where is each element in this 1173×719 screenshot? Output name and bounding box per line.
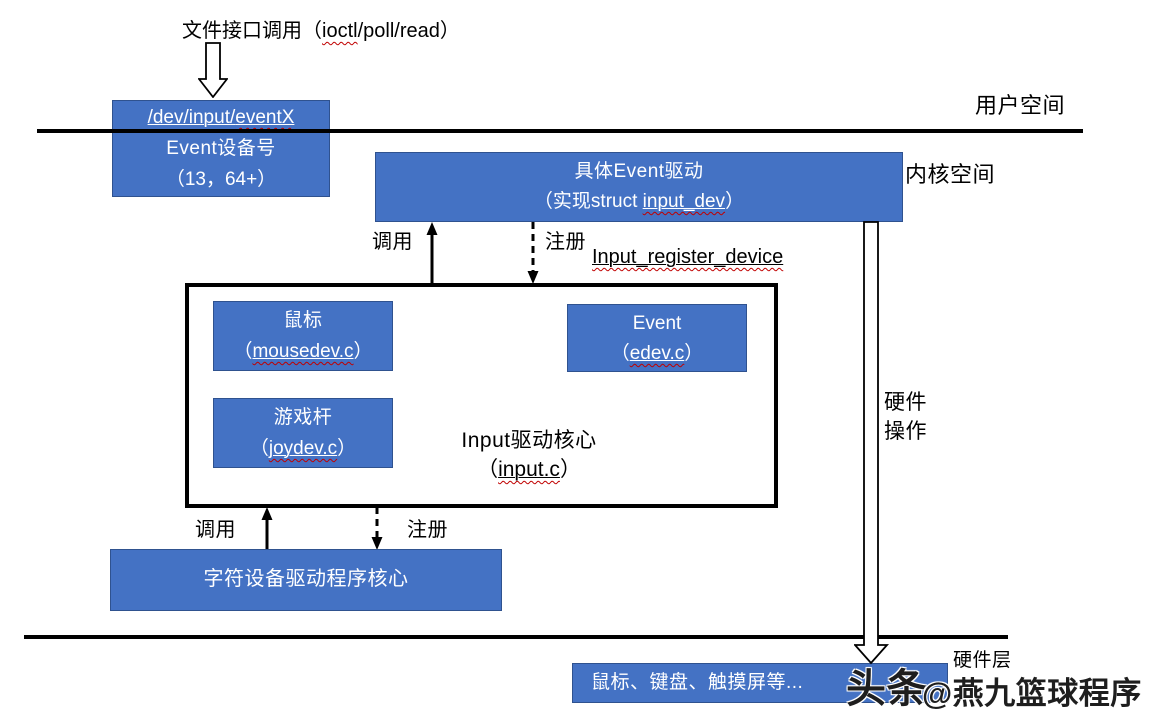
concrete-event-driver-sub: （实现struct input_dev） (533, 191, 745, 212)
event-device-number: Event设备号 (166, 138, 276, 159)
call-up-arrow-top-icon (426, 222, 438, 284)
call-label-top: 调用 (372, 231, 413, 253)
file-api-note: 文件接口调用（ioctl/poll/read） (182, 14, 460, 43)
file-api-note-pre: 文件接口调用（ (182, 20, 322, 42)
file-api-note-code: ioctl (322, 20, 358, 42)
user-kernel-boundary-line (37, 129, 1083, 133)
input-register-device-note: Input_register_device (592, 246, 784, 268)
user-space-label: 用户空间 (975, 93, 1066, 118)
mouse-handler-box: 鼠标 （mousedev.c） (213, 301, 393, 371)
concrete-event-driver-title: 具体Event驱动 (574, 161, 704, 182)
char-device-core-box: 字符设备驱动程序核心 (110, 549, 502, 611)
call-label-bottom: 调用 (195, 519, 236, 541)
concrete-event-driver-box: 具体Event驱动 （实现struct input_dev） (375, 152, 903, 222)
hardware-op-label: 硬件 操作 (884, 391, 927, 443)
event-device-path: /dev/input/eventX (147, 107, 295, 128)
hardware-op-arrow-icon (854, 221, 890, 665)
register-label-top: 注册 (545, 231, 586, 253)
call-up-arrow-bottom-icon (261, 507, 273, 550)
kernel-space-label: 内核空间 (905, 162, 996, 187)
register-down-arrow-bottom-icon (371, 507, 383, 550)
file-api-note-post: /poll/read） (357, 20, 460, 42)
hardware-devices-box: 鼠标、键盘、触摸屏等... (572, 663, 948, 703)
file-call-down-arrow-icon (198, 42, 228, 98)
hardware-layer-line (24, 635, 1008, 639)
event-device-node-box: /dev/input/eventX Event设备号 （13，64+） (112, 100, 330, 197)
watermark-badge: 头条 (846, 667, 927, 711)
register-label-bottom: 注册 (407, 519, 448, 541)
hardware-layer-label: 硬件层 (953, 650, 1012, 671)
register-down-arrow-top-icon (527, 222, 539, 284)
watermark-handle: @燕九篮球程序猿 (922, 676, 1142, 711)
event-handler-box: Event （edev.c） (567, 304, 747, 372)
joystick-handler-box: 游戏杆 （joydev.c） (213, 398, 393, 468)
input-core-label: Input驱动核心 （input.c） (461, 429, 597, 481)
event-device-majmin: （13，64+） (165, 169, 277, 190)
